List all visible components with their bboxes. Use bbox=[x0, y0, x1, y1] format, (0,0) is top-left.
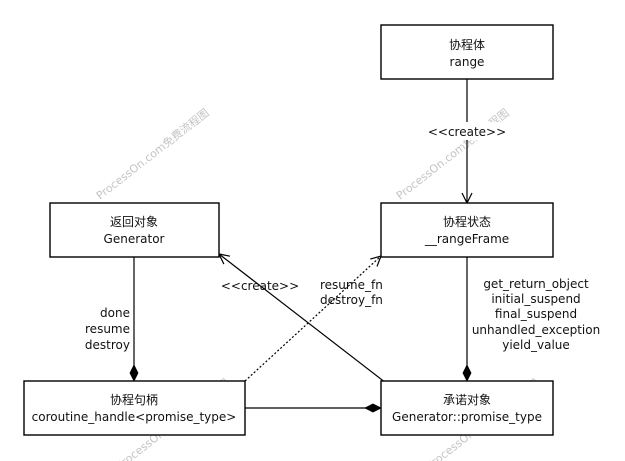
label-resume: resume bbox=[85, 322, 130, 336]
label-done: done bbox=[100, 306, 130, 320]
node-coroutine-body-name: range bbox=[450, 55, 485, 69]
label-final-suspend: final_suspend bbox=[495, 307, 577, 321]
label-bg-body-to-state bbox=[432, 122, 502, 140]
node-promise-object[interactable]: 承诺对象 Generator::promise_type bbox=[380, 380, 554, 436]
label-initial-suspend: initial_suspend bbox=[491, 292, 580, 306]
node-coroutine-state-title: 协程状态 bbox=[443, 214, 491, 229]
label-destroy: destroy bbox=[85, 338, 130, 352]
node-return-object-title: 返回对象 bbox=[110, 215, 158, 229]
node-promise-object-name: Generator::promise_type bbox=[392, 410, 542, 424]
node-return-object-name: Generator bbox=[104, 232, 165, 246]
node-coroutine-handle-title: 协程句柄 bbox=[110, 392, 158, 407]
node-coroutine-body-title: 协程体 bbox=[449, 37, 485, 52]
label-create-diagonal: <<create>> bbox=[221, 279, 299, 293]
watermark-1: ProcessOn.com免费流程图 bbox=[93, 106, 211, 203]
node-coroutine-handle[interactable]: 协程句柄 coroutine_handle<promise_type> bbox=[23, 380, 246, 436]
label-destroy-fn: destroy_fn bbox=[320, 293, 383, 307]
edge-handle-to-state bbox=[244, 256, 381, 382]
node-return-object[interactable]: 返回对象 Generator bbox=[49, 202, 220, 258]
node-promise-object-title: 承诺对象 bbox=[443, 393, 491, 407]
edges bbox=[129, 79, 467, 413]
label-resume-fn: resume_fn bbox=[320, 278, 383, 292]
label-get-return-object: get_return_object bbox=[483, 277, 589, 291]
node-coroutine-handle-name: coroutine_handle<promise_type> bbox=[32, 410, 237, 424]
label-create-top: <<create>> bbox=[428, 125, 506, 139]
edge-promise-to-return bbox=[219, 254, 387, 384]
label-unhandled-exception: unhandled_exception bbox=[472, 323, 600, 337]
label-yield-value: yield_value bbox=[502, 338, 570, 352]
node-coroutine-body[interactable]: 协程体 range bbox=[380, 24, 554, 80]
node-coroutine-state-name: __rangeFrame bbox=[424, 232, 509, 246]
edge-labels: <<create>> <<create>> resume_fn destroy_… bbox=[85, 122, 600, 352]
node-coroutine-state[interactable]: 协程状态 __rangeFrame bbox=[380, 202, 554, 258]
watermark-2: ProcessOn.com免费流程图 bbox=[393, 106, 511, 203]
